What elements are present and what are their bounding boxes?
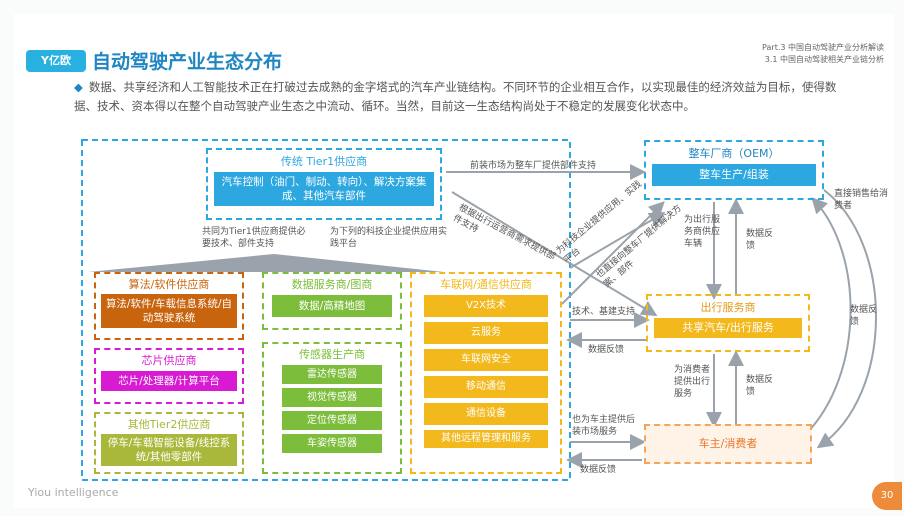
page-title: 自动驾驶产业生态分布 bbox=[92, 51, 283, 73]
tech-ecosystem-border bbox=[81, 139, 571, 481]
arrow-tech-oem bbox=[561, 201, 665, 305]
section-sub: 3.1 中国自动驾驶相关产业链分析 bbox=[764, 55, 884, 64]
sensor-box: 传感器生产商 雷达传感器 视觉传感器 定位传感器 车姿传感器 bbox=[262, 342, 402, 474]
tier1-body: 汽车控制（油门、制动、转向）、解决方案集成、其他汽车部件 bbox=[214, 172, 434, 206]
iov-item: 移动通信 bbox=[424, 376, 548, 398]
mobility-body: 共享汽车/出行服务 bbox=[654, 318, 802, 338]
mobility-title: 出行服务商 bbox=[700, 301, 756, 314]
sensor-item: 雷达传感器 bbox=[282, 365, 382, 384]
note-data-fb-1: 数据反馈 bbox=[588, 345, 625, 355]
data-service-title: 数据服务商/图商 bbox=[291, 278, 373, 291]
sensor-item: 定位传感器 bbox=[282, 411, 382, 430]
consumer-title: 车主/消费者 bbox=[698, 437, 758, 450]
slide: Y亿欧 自动驾驶产业生态分布 Part.3 中国自动驾驶产业分析解读 3.1 中… bbox=[14, 14, 902, 510]
tier1-title: 传统 Tier1供应商 bbox=[280, 155, 368, 168]
note-tier1-oem: 前装市场为整车厂提供部件支持 bbox=[470, 161, 597, 171]
diagram-connectors bbox=[81, 139, 877, 481]
note-data-fb-2: 数据反馈 bbox=[580, 465, 617, 475]
iov-item: 通信设备 bbox=[424, 403, 548, 425]
tier2-body: 停车/车载智能设备/线控系统/其他零部件 bbox=[101, 434, 237, 466]
iov-item: 车联网安全 bbox=[424, 349, 548, 371]
note-mobility-consumer: 为消费者提供出行服务 bbox=[674, 365, 711, 399]
tier2-title: 其他Tier2供应商 bbox=[127, 418, 211, 431]
iov-box: 车联网/通信供应商 V2X技术 云服务 车联网安全 移动通信 通信设备 其他远程… bbox=[410, 272, 562, 474]
algo-box: 算法/软件供应商 算法/软件/车载信息系统/自动驾驶系统 bbox=[94, 272, 244, 340]
arrow-oem-consumer bbox=[816, 189, 877, 449]
oem-body: 整车生产/组装 bbox=[652, 164, 816, 186]
pyramid-shape bbox=[88, 254, 444, 272]
note-aftermarket: 也为车主提供后装市场服务 bbox=[572, 415, 636, 437]
section-label: Part.3 中国自动驾驶产业分析解读 3.1 中国自动驾驶相关产业链分析 bbox=[762, 42, 884, 66]
intro-text: 数据、共享经济和人工智能技术正在打破过去成熟的金字塔式的汽车产业链结构。不同环节… bbox=[74, 80, 837, 113]
chip-title: 芯片供应商 bbox=[141, 354, 197, 367]
algo-body: 算法/软件/车载信息系统/自动驾驶系统 bbox=[101, 294, 237, 328]
data-service-body: 数据/高精地图 bbox=[272, 295, 392, 317]
note-data-fb-3: 数据反馈 bbox=[850, 305, 878, 327]
mobility-box: 出行服务商 共享汽车/出行服务 bbox=[646, 294, 810, 352]
arrow-tier1-mobility bbox=[451, 191, 658, 317]
consumer-box: 车主/消费者 bbox=[644, 424, 812, 464]
iov-item: V2X技术 bbox=[424, 295, 548, 317]
iov-item: 云服务 bbox=[424, 322, 548, 344]
note-tier1-left: 共同为Tier1供应商提供必要技术、部件支持 bbox=[202, 227, 306, 249]
sensor-item: 车姿传感器 bbox=[282, 434, 382, 453]
oem-box: 整车厂商（OEM） 整车生产/组装 bbox=[644, 140, 824, 200]
arrow-tech-oem-2 bbox=[569, 211, 666, 269]
oem-title: 整车厂商（OEM） bbox=[688, 147, 780, 160]
arrow-consumer-oem bbox=[805, 197, 852, 435]
footer-brand: Yiou intelligence bbox=[28, 486, 119, 499]
yiou-logo: Y亿欧 bbox=[26, 50, 86, 72]
note-oem-mobility: 为出行服务商供应车辆 bbox=[684, 215, 721, 249]
sensor-title: 传感器生产商 bbox=[299, 348, 365, 361]
tier1-box: 传统 Tier1供应商 汽车控制（油门、制动、转向）、解决方案集成、其他汽车部件 bbox=[206, 148, 442, 220]
note-mobility-oem: 数据反馈 bbox=[746, 229, 774, 251]
note-tier1-right: 为下列的科技企业提供应用实践平台 bbox=[330, 227, 448, 249]
section-part: Part.3 中国自动驾驶产业分析解读 bbox=[762, 43, 884, 52]
tier2-box: 其他Tier2供应商 停车/车载智能设备/线控系统/其他零部件 bbox=[94, 412, 244, 474]
note-tech-support: 技术、基建支持 bbox=[572, 307, 636, 317]
intro-paragraph: ◆数据、共享经济和人工智能技术正在打破过去成熟的金字塔式的汽车产业链结构。不同环… bbox=[74, 78, 854, 116]
note-direct-sale: 直接销售给消费者 bbox=[834, 189, 889, 211]
note-consumer-mobility: 数据反馈 bbox=[746, 375, 774, 397]
bullet-diamond-icon: ◆ bbox=[74, 80, 83, 94]
data-service-box: 数据服务商/图商 数据/高精地图 bbox=[262, 272, 402, 330]
page-number: 30 bbox=[872, 482, 902, 510]
chip-box: 芯片供应商 芯片/处理器/计算平台 bbox=[94, 348, 244, 404]
chip-body: 芯片/处理器/计算平台 bbox=[101, 371, 237, 391]
sensor-item: 视觉传感器 bbox=[282, 388, 382, 407]
iov-item: 其他远程管理和服务 bbox=[424, 430, 548, 448]
algo-title: 算法/软件供应商 bbox=[128, 278, 210, 291]
iov-title: 车联网/通信供应商 bbox=[440, 278, 532, 291]
